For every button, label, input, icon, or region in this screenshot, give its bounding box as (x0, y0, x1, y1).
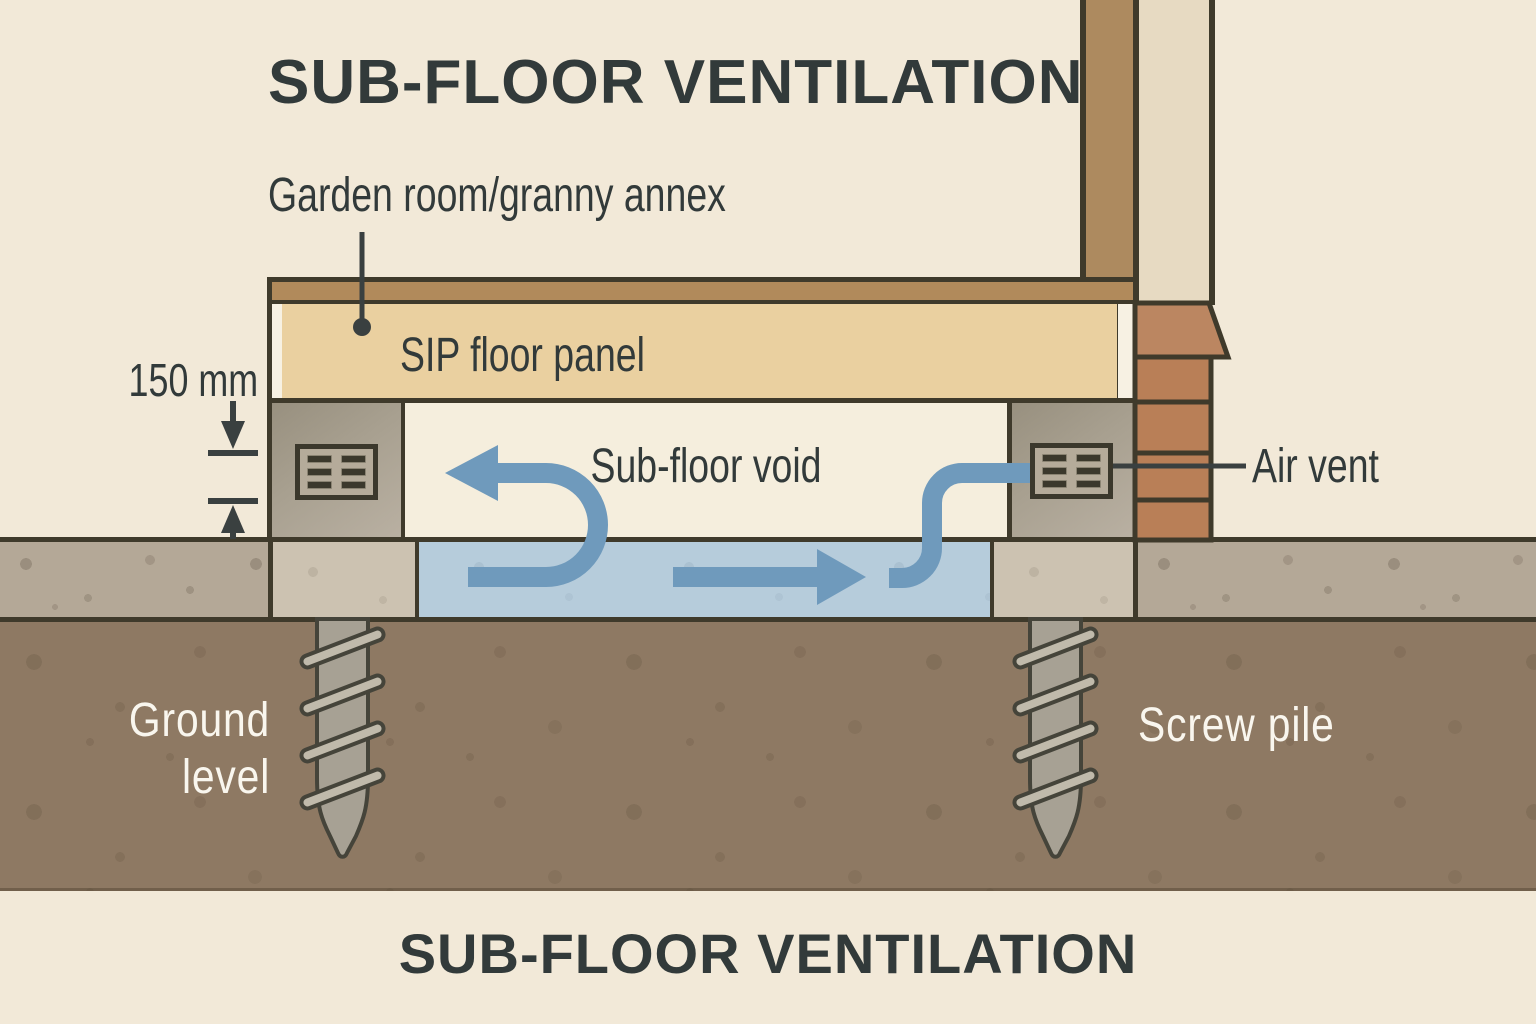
airflow-vent-scurve (889, 463, 1031, 588)
ground-strip-under-right (994, 542, 1133, 617)
floor-deck (272, 282, 1133, 300)
sip-floor-panel (282, 304, 1117, 398)
floor-assembly (267, 277, 1138, 542)
subfloor-void-label: Sub-floor void (590, 440, 822, 493)
sip-edge-right (1118, 304, 1133, 398)
ground-strip-right (1138, 542, 1536, 617)
airflow-straight-arrowhead (817, 549, 866, 605)
building-leader-dot (353, 318, 371, 336)
void-height-label: 150 mm (128, 354, 258, 406)
brick-cap (1132, 300, 1232, 360)
sip-edge-left (272, 304, 282, 398)
airflow-uturn-arrow (468, 463, 608, 587)
brick-pier (1132, 354, 1214, 543)
air-vent-label: Air vent (1252, 440, 1379, 493)
dimension-arrow-up (221, 505, 245, 533)
footer-title: SUB-FLOOR VENTILATION (398, 922, 1138, 985)
ground-strip-left (0, 542, 268, 617)
airflow-uturn-arrowhead (445, 445, 498, 501)
ground-level-label-line1: Ground (128, 694, 270, 747)
screw-pile-right (1010, 617, 1101, 859)
wall-outer-line (1209, 0, 1215, 305)
ground-level-label-line2: level (181, 751, 270, 804)
soil-section (0, 622, 1536, 891)
wall-cavity-line (1133, 0, 1139, 304)
ground-strip-under-left (273, 542, 415, 617)
dimension-arrow-down (221, 421, 245, 449)
building-label: Garden room/granny annex (268, 169, 726, 222)
page-title: SUB-FLOOR VENTILATION (268, 48, 1084, 117)
air-vent-grille-left (295, 444, 378, 500)
screw-pile-label: Screw pile (1138, 699, 1335, 752)
wall-inner-line (1080, 0, 1086, 278)
leader-lines (359, 232, 1246, 469)
wall-post (1086, 0, 1133, 278)
screw-pile-left (297, 617, 388, 859)
air-vent-grille-right (1030, 443, 1113, 499)
wall-cladding-panel (1139, 0, 1209, 304)
airflow-arrows (468, 463, 1031, 588)
sip-floor-panel-label: SIP floor panel (400, 329, 645, 382)
